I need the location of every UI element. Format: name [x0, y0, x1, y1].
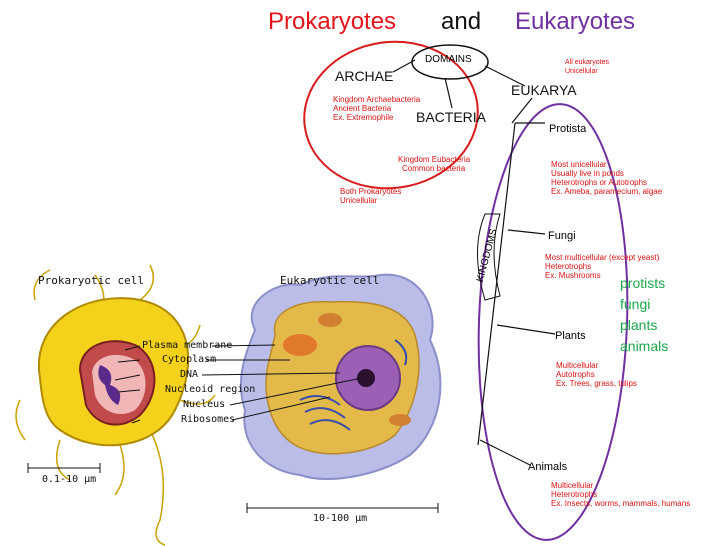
prokaryotic-scale: 0.1-10 µm [42, 474, 97, 485]
title-prokaryotes: Prokaryotes [268, 8, 397, 35]
scale-bars [27, 463, 439, 513]
archae-label: ARCHAE [335, 68, 394, 84]
eukaryotic-cell-title: Eukaryotic cell [280, 274, 380, 287]
eukaryotic-cell-drawing [239, 273, 442, 480]
domains-label: DOMAINS [425, 54, 472, 65]
list-item: animals [620, 338, 669, 354]
plants-label: Plants [555, 330, 586, 342]
bacteria-label: BACTERIA [416, 109, 487, 125]
label-nucleus: Nucleus [183, 399, 226, 410]
tree-lines [392, 59, 556, 466]
kingdoms-bracket [477, 213, 501, 301]
eukarya-label: EUKARYA [511, 82, 577, 98]
label-pointers [114, 344, 363, 424]
label-ribosomes: Ribosomes [181, 414, 236, 425]
label-nucleoid-region: Nucleoid region [165, 384, 256, 395]
label-dna: DNA [180, 369, 199, 380]
prokaryotic-cell-title: Prokaryotic cell [38, 274, 144, 287]
label-plasma-membrane: Plasma membrane [142, 340, 233, 351]
list-item: fungi [620, 296, 651, 312]
title-and: and [441, 8, 482, 35]
fungi-notes: Most multicellular (except yeast)Heterot… [545, 253, 660, 280]
eukaryote-kingdoms-list: protists fungi plants animals [620, 273, 668, 357]
eukaryotic-scale: 10-100 µm [313, 513, 368, 524]
eukarya-oval [477, 103, 629, 541]
list-item: protists [620, 275, 666, 291]
prokaryotic-cell-drawing [15, 264, 216, 546]
animals-label: Animals [528, 461, 568, 473]
fungi-label: Fungi [548, 230, 576, 242]
title-eukaryotes: Eukaryotes [515, 8, 636, 35]
label-cytoplasm: Cytoplasm [162, 354, 217, 365]
prokaryote-circle [303, 40, 479, 190]
list-item: plants [620, 317, 658, 333]
protista-label: Protista [549, 123, 587, 135]
